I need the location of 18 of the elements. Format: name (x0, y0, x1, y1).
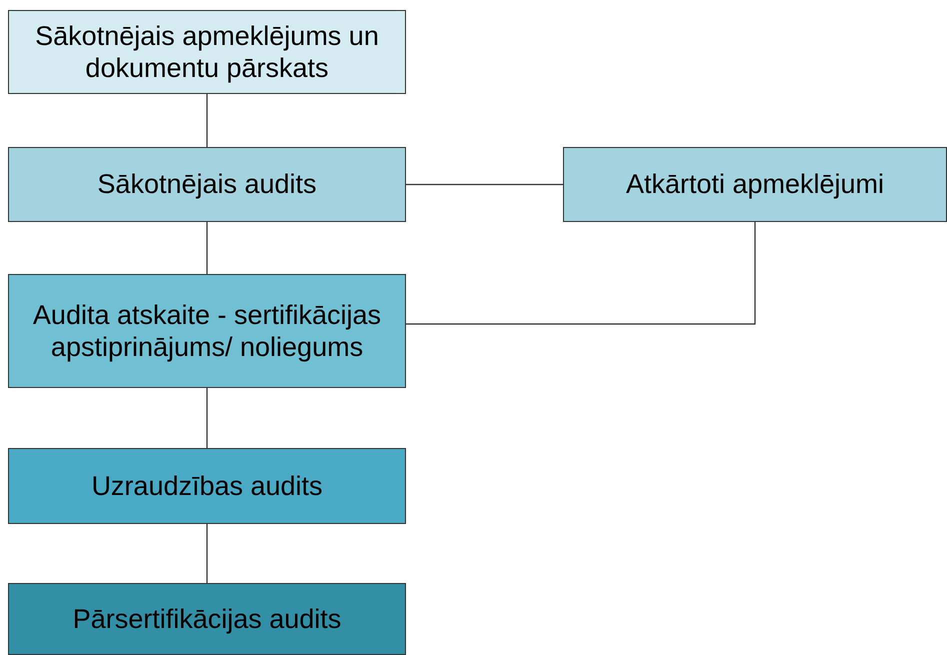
connector-line (406, 222, 756, 325)
box-label: Atkārtoti apmeklējumi (626, 168, 884, 201)
connector-line (206, 94, 208, 147)
box-label: Sākotnējais apmeklējums un dokumentu pārskats (34, 20, 380, 84)
box-label: Pārsertifikācijas audits (72, 602, 342, 636)
process-box (8, 274, 406, 388)
connector-line (206, 222, 208, 274)
connector-line (206, 524, 208, 583)
box-label: Audita atskaite - sertifikācijas apstiprinājums/ noliegums (32, 298, 382, 364)
box-label: Uzraudzības audits (91, 470, 323, 502)
connector-line (406, 184, 563, 186)
process-box (8, 583, 406, 655)
process-box (563, 147, 947, 222)
process-box (8, 10, 406, 94)
box-label: Sākotnējais audits (97, 168, 317, 201)
connector-line (206, 388, 208, 448)
process-box (8, 448, 406, 524)
process-box (8, 147, 406, 222)
